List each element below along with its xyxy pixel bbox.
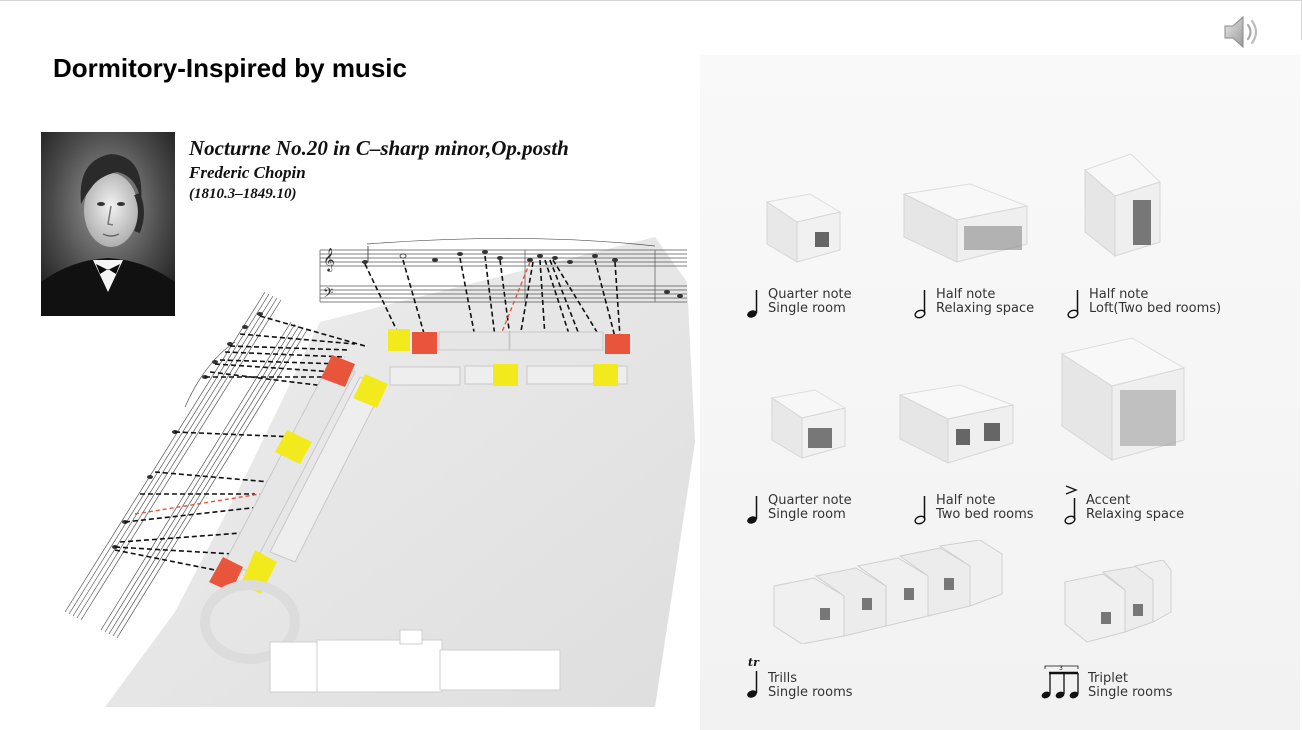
svg-text:tr: tr	[748, 656, 760, 669]
legend-room: Single rooms	[768, 685, 853, 700]
piece-info: Nocturne No.20 in C–sharp minor,Op.posth…	[189, 134, 569, 204]
model-half-relaxing-space-1	[902, 183, 1029, 263]
legend-room: Single room	[768, 507, 846, 522]
site-plan-diagram: 𝄞 𝄢	[64, 237, 695, 707]
bottom-buildings	[269, 629, 561, 693]
half-note-icon	[1067, 290, 1079, 319]
composer-years: (1810.3–1849.10)	[189, 186, 297, 202]
composer-name: Frederic Chopin	[189, 163, 306, 182]
legend-name: Quarter note	[768, 287, 852, 302]
triplet-notes-icon: 3	[1041, 665, 1079, 699]
legend-name: Half note	[1089, 287, 1149, 302]
svg-text:3: 3	[1059, 665, 1063, 672]
model-trills-single-rooms	[773, 540, 1003, 644]
building-bar-horizontal	[388, 329, 630, 386]
half-note-icon	[914, 290, 926, 319]
piece-title: Nocturne No.20 in C–sharp minor,Op.posth	[189, 136, 569, 160]
legend-room: Relaxing space	[936, 301, 1035, 316]
legend-room: Single rooms	[1088, 685, 1173, 700]
mapping-lines-horizontal	[364, 255, 621, 338]
mapping-line-red-diagonal	[134, 493, 261, 515]
score-notes-diagonal	[112, 312, 263, 549]
model-quarter-single-room-2	[770, 389, 847, 459]
quarter-note-icon	[747, 496, 758, 524]
legend-room: Two bed rooms	[936, 507, 1034, 522]
legend-room: Relaxing space	[1086, 507, 1185, 522]
legend-name: Quarter note	[768, 493, 852, 508]
mapping-lines-diagonal	[114, 315, 366, 571]
legend-name: Half note	[936, 287, 996, 302]
svg-text:𝄢: 𝄢	[323, 285, 333, 304]
building-bar-diagonal	[209, 355, 388, 594]
legend-name: Triplet	[1088, 671, 1128, 686]
model-quarter-single-room-1	[765, 193, 842, 263]
trill-quarter-note-icon: tr	[747, 656, 760, 698]
slide-title: Dormitory-Inspired by music	[53, 53, 407, 83]
accent-half-note-icon	[1064, 485, 1078, 525]
legend-name: Accent	[1086, 493, 1131, 508]
model-half-two-bed-rooms	[898, 384, 1015, 464]
score-notes-horizontal: 𝄞 𝄢	[323, 246, 683, 304]
composer-portrait	[41, 132, 175, 316]
slide-top-border	[0, 0, 1302, 1]
legend-name: Trills	[768, 671, 797, 686]
half-note-icon	[914, 496, 926, 525]
legend-name: Half note	[936, 493, 996, 508]
ring-building	[200, 580, 300, 664]
model-half-loft-1	[1084, 153, 1161, 258]
music-score-horizontal	[319, 238, 687, 303]
model-triplet-single-rooms	[1064, 560, 1172, 643]
model-accent-relaxing-space	[1060, 337, 1186, 461]
speaker-icon[interactable]	[1222, 12, 1262, 52]
legend-room: Single room	[768, 301, 846, 316]
legend-room: Loft(Two bed rooms)	[1089, 301, 1222, 316]
quarter-note-icon	[747, 290, 758, 318]
svg-text:𝄞: 𝄞	[323, 247, 335, 272]
